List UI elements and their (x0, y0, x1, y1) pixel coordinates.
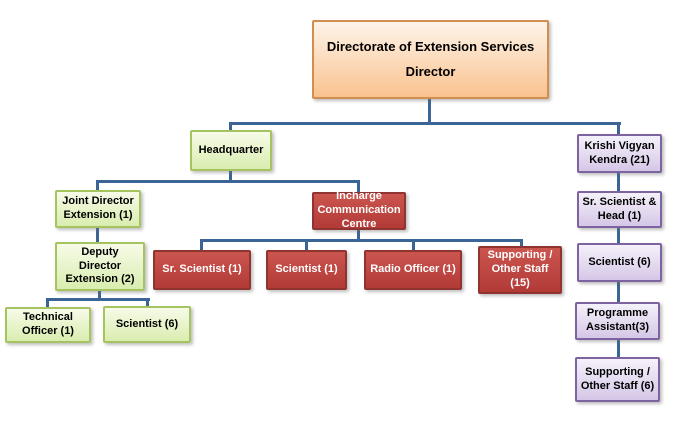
node-kvk-supporting-staff: Supporting / Other Staff (6) (575, 357, 660, 402)
connector (96, 180, 99, 192)
connector (357, 180, 360, 193)
node-director: Directorate of Extension Services Direct… (312, 20, 549, 99)
connector (46, 298, 49, 308)
node-cc-supporting-staff-label: Supporting / Other Staff (15) (487, 249, 553, 289)
node-cc-supporting-staff: Supporting / Other Staff (15) (478, 246, 562, 294)
connector (617, 226, 620, 244)
node-headquarter: Headquarter (190, 130, 272, 171)
connector (357, 229, 360, 242)
connector (617, 172, 620, 192)
node-cc-radio-officer-label: Radio Officer (1) (370, 263, 456, 276)
node-kvk-sr-scientist-head: Sr. Scientist & Head (1) (577, 191, 662, 228)
connector (520, 239, 523, 247)
node-incharge-communication-centre-label: Incharge Communication Centre (317, 190, 401, 230)
node-cc-scientist: Scientist (1) (266, 250, 347, 290)
connector (146, 298, 149, 307)
connector (46, 298, 150, 301)
node-joint-director-extension-label: Joint Director Extension (1) (62, 195, 134, 221)
node-director-subtitle: Director (405, 63, 456, 79)
connector (412, 239, 415, 251)
node-kvk-programme-assistant-label: Programme Assistant(3) (586, 307, 649, 333)
node-hq-technical-officer-label: Technical Officer (1) (22, 311, 74, 337)
node-cc-radio-officer: Radio Officer (1) (364, 250, 462, 290)
connector (96, 227, 99, 243)
connector (200, 239, 523, 242)
connector (617, 281, 620, 303)
node-cc-sr-scientist-label: Sr. Scientist (1) (162, 263, 242, 276)
node-kvk-scientist: Scientist (6) (577, 243, 662, 282)
connector (229, 122, 621, 125)
connector (229, 170, 232, 183)
node-headquarter-label: Headquarter (198, 143, 264, 156)
connector (617, 122, 620, 136)
node-krishi-vigyan-kendra-label: Krishi Vigyan Kendra (21) (584, 139, 655, 166)
connector (428, 98, 431, 125)
node-kvk-sr-scientist-head-label: Sr. Scientist & Head (1) (582, 195, 657, 222)
connector (229, 122, 232, 132)
connector (96, 180, 360, 183)
node-deputy-director-extension: Deputy Director Extension (2) (55, 242, 145, 291)
node-hq-technical-officer: Technical Officer (1) (5, 307, 91, 343)
node-deputy-director-extension-label: Deputy Director Extension (2) (65, 245, 135, 286)
node-cc-sr-scientist: Sr. Scientist (1) (153, 250, 251, 290)
node-hq-scientist-label: Scientist (6) (115, 317, 179, 330)
connector (200, 239, 203, 251)
connector (617, 339, 620, 358)
node-kvk-scientist-label: Scientist (6) (588, 255, 651, 268)
node-hq-scientist: Scientist (6) (103, 306, 191, 343)
node-cc-scientist-label: Scientist (1) (275, 263, 338, 276)
node-joint-director-extension: Joint Director Extension (1) (55, 190, 141, 228)
node-kvk-programme-assistant: Programme Assistant(3) (575, 302, 660, 340)
node-incharge-communication-centre: Incharge Communication Centre (312, 190, 406, 230)
connector (305, 239, 308, 251)
node-krishi-vigyan-kendra: Krishi Vigyan Kendra (21) (577, 134, 662, 173)
node-director-title: Directorate of Extension Services (326, 39, 535, 55)
node-kvk-supporting-staff-label: Supporting / Other Staff (6) (580, 365, 655, 392)
connector (98, 290, 101, 300)
